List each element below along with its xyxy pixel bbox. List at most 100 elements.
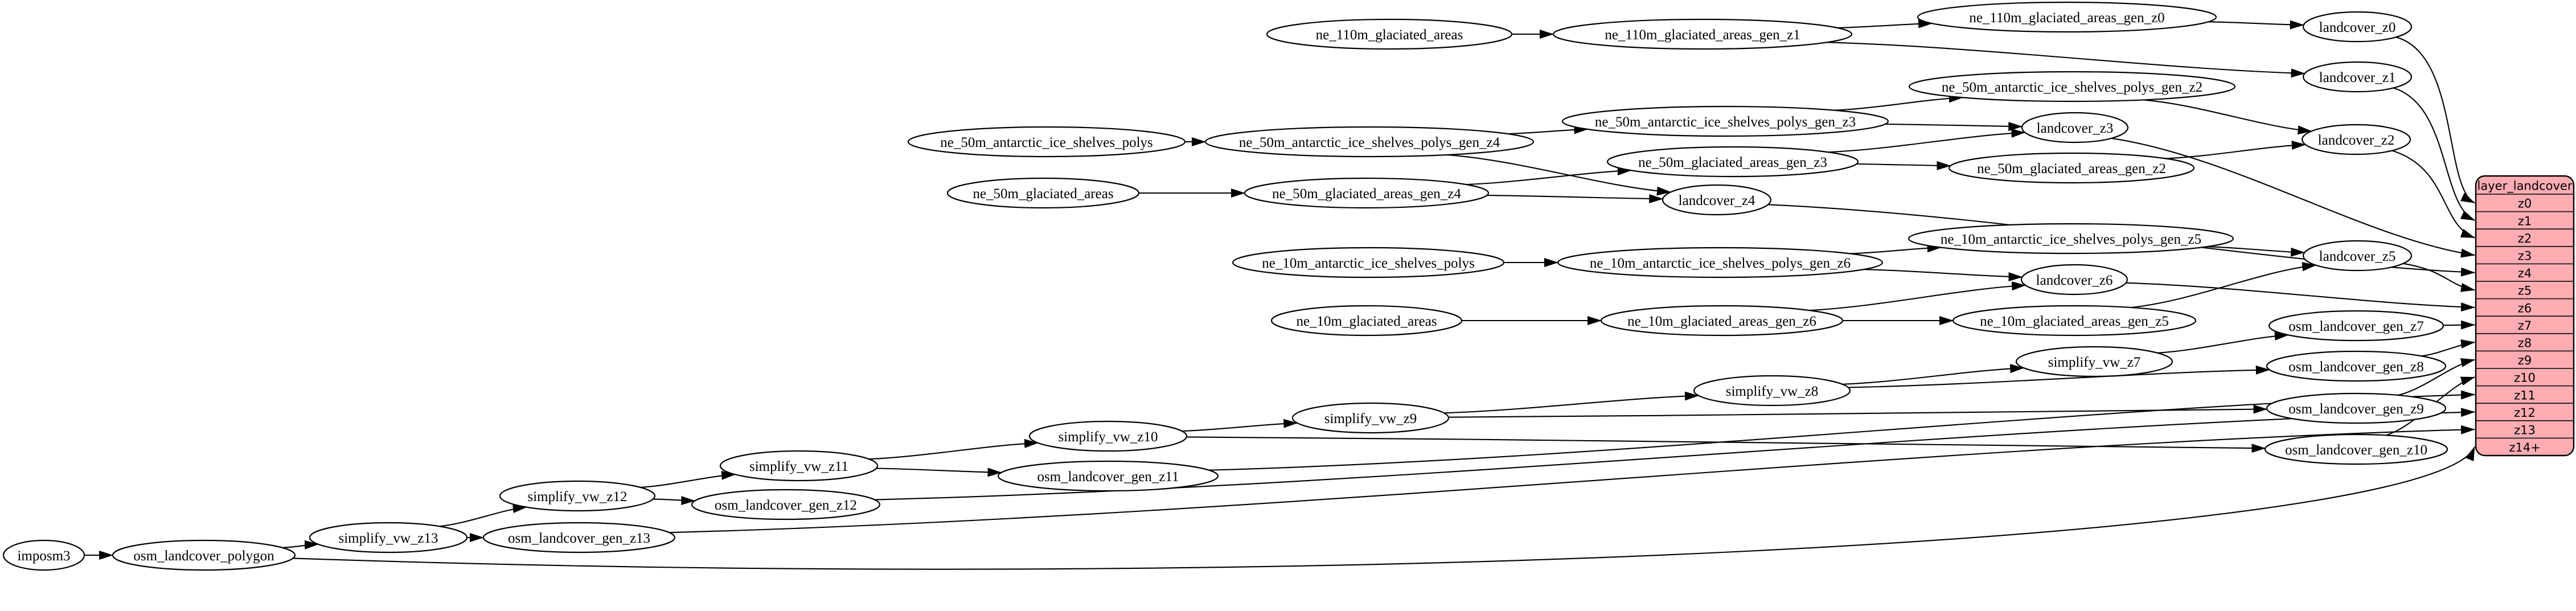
node-ne_110m_glaciated_areas_gen_z1: ne_110m_glaciated_areas_gen_z1 <box>1552 18 1853 50</box>
edge-ne_50m_antarctic_ice_shelves_polys_gen_z4-to-landcover_z4 <box>1447 154 1671 196</box>
edge-simplify_vw_z8-to-osm_landcover_gen_z8 <box>1848 365 2270 388</box>
node-label-ne_10m_antarctic_ice_shelves_polys_gen_z5: ne_10m_antarctic_ice_shelves_polys_gen_z… <box>1941 232 2201 247</box>
edge-osm_landcover_gen_z8-to-layer_landcover:z8 <box>2421 339 2475 357</box>
edge-ne_50m_antarctic_ice_shelves_polys_gen_z4-to-ne_50m_antarctic_ice_shelves_polys_gen_z3 <box>1507 125 1589 135</box>
node-ellipse-ne_10m_antarctic_ice_shelves_polys_gen_z6 <box>1557 247 1884 278</box>
node-imposm3: imposm3 <box>2 539 85 571</box>
node-ne_50m_antarctic_ice_shelves_polys_gen_z2: ne_50m_antarctic_ice_shelves_polys_gen_z… <box>1908 71 2236 102</box>
node-ellipse-ne_50m_glaciated_areas_gen_z3 <box>1606 146 1859 178</box>
node-ellipse-osm_landcover_gen_z13 <box>482 522 676 553</box>
node-ne_10m_glaciated_areas_gen_z6: ne_10m_glaciated_areas_gen_z6 <box>1600 305 1844 337</box>
node-osm_landcover_gen_z11: osm_landcover_gen_z11 <box>997 460 1219 492</box>
edge-landcover_z0-to-layer_landcover:z0 <box>2395 36 2475 204</box>
node-ellipse-ne_10m_antarctic_ice_shelves_polys_gen_z5 <box>1908 223 2234 255</box>
node-label-simplify_vw_z12: simplify_vw_z12 <box>528 489 627 505</box>
node-ne_10m_glaciated_areas_gen_z5: ne_10m_glaciated_areas_gen_z5 <box>1952 305 2197 337</box>
node-ne_50m_antarctic_ice_shelves_polys_gen_z4: ne_50m_antarctic_ice_shelves_polys_gen_z… <box>1204 126 1535 158</box>
node-label-landcover_z6: landcover_z6 <box>2036 273 2113 288</box>
node-ellipse-simplify_vw_z12 <box>499 480 656 512</box>
table-row-label-z0: z0 <box>2518 197 2532 211</box>
node-simplify_vw_z7: simplify_vw_z7 <box>2015 346 2173 378</box>
edge-ne_10m_glaciated_areas_gen_z5-to-landcover_z5 <box>2131 262 2317 309</box>
edge-ne_10m_glaciated_areas_gen_z6-to-landcover_z6 <box>1809 281 2027 311</box>
node-ellipse-simplify_vw_z7 <box>2015 346 2173 378</box>
node-label-ne_110m_glaciated_areas: ne_110m_glaciated_areas <box>1316 27 1463 43</box>
node-ellipse-simplify_vw_z13 <box>309 522 468 553</box>
node-ellipse-ne_10m_glaciated_areas <box>1270 305 1463 337</box>
node-landcover_z2: landcover_z2 <box>2301 124 2411 155</box>
edge-osm_landcover_gen_z13-to-layer_landcover:z13 <box>668 425 2475 534</box>
node-ellipse-landcover_z1 <box>2302 61 2413 93</box>
node-ellipse-landcover_z0 <box>2302 11 2413 43</box>
node-label-ne_110m_glaciated_areas_gen_z1: ne_110m_glaciated_areas_gen_z1 <box>1605 27 1800 43</box>
node-simplify_vw_z12: simplify_vw_z12 <box>499 480 656 512</box>
edge-simplify_vw_z12-to-osm_landcover_gen_z12 <box>653 495 696 505</box>
node-ne_10m_antarctic_ice_shelves_polys: ne_10m_antarctic_ice_shelves_polys <box>1232 247 1505 278</box>
node-ne_50m_glaciated_areas: ne_50m_glaciated_areas <box>946 177 1140 209</box>
table-row-label-z10: z10 <box>2514 371 2536 385</box>
node-landcover_z0: landcover_z0 <box>2302 11 2413 43</box>
edge-simplify_vw_z10-to-osm_landcover_gen_z10 <box>1186 436 2266 453</box>
edge-ne_110m_glaciated_areas_gen_z0-to-landcover_z0 <box>2208 20 2304 30</box>
table-row-label-z2: z2 <box>2518 232 2532 245</box>
node-ellipse-ne_110m_glaciated_areas <box>1266 18 1513 50</box>
node-ne_10m_glaciated_areas: ne_10m_glaciated_areas <box>1270 305 1463 337</box>
node-landcover_z3: landcover_z3 <box>2021 112 2129 143</box>
node-ellipse-osm_landcover_gen_z8 <box>2266 350 2447 382</box>
node-ellipse-ne_50m_glaciated_areas_gen_z2 <box>1948 152 2195 184</box>
node-label-landcover_z3: landcover_z3 <box>2037 121 2114 136</box>
node-ne_50m_glaciated_areas_gen_z3: ne_50m_glaciated_areas_gen_z3 <box>1606 146 1859 178</box>
edge-ne_110m_glaciated_areas_gen_z1-to-ne_110m_glaciated_areas_gen_z0 <box>1837 19 1933 28</box>
node-ellipse-landcover_z5 <box>2302 240 2413 272</box>
table-header-label: layer_landcover <box>2477 179 2573 193</box>
node-label-simplify_vw_z9: simplify_vw_z9 <box>1324 411 1417 427</box>
edge-simplify_vw_z13-to-simplify_vw_z12 <box>439 504 527 527</box>
node-label-ne_50m_antarctic_ice_shelves_polys: ne_50m_antarctic_ice_shelves_polys <box>940 135 1153 150</box>
edge-ne_50m_glaciated_areas_gen_z3-to-ne_50m_glaciated_areas_gen_z2 <box>1856 161 1951 170</box>
table-row-label-z3: z3 <box>2518 249 2532 263</box>
node-osm_landcover_gen_z13: osm_landcover_gen_z13 <box>482 522 676 553</box>
node-label-ne_10m_glaciated_areas_gen_z5: ne_10m_glaciated_areas_gen_z5 <box>1980 314 2169 329</box>
node-label-landcover_z5: landcover_z5 <box>2319 249 2396 264</box>
node-osm_landcover_gen_z9: osm_landcover_gen_z9 <box>2266 392 2447 424</box>
edge-ne_50m_antarctic_ice_shelves_polys_gen_z3-to-landcover_z3 <box>1885 122 2023 132</box>
node-simplify_vw_z10: simplify_vw_z10 <box>1028 420 1188 452</box>
node-osm_landcover_gen_z10: osm_landcover_gen_z10 <box>2264 433 2448 465</box>
edges-layer <box>84 19 2475 570</box>
edge-ne_50m_antarctic_ice_shelves_polys_gen_z3-to-ne_50m_antarctic_ice_shelves_polys_gen_z2 <box>1835 93 1963 111</box>
table-layer_landcover: layer_landcoverz0z1z2z3z4z5z6z7z8z9z10z1… <box>2475 175 2575 457</box>
node-label-osm_landcover_gen_z8: osm_landcover_gen_z8 <box>2288 359 2423 375</box>
edge-simplify_vw_z11-to-simplify_vw_z10 <box>868 438 1039 460</box>
edge-simplify_vw_z12-to-simplify_vw_z11 <box>640 470 736 488</box>
node-ellipse-ne_50m_antarctic_ice_shelves_polys_gen_z2 <box>1908 71 2236 102</box>
edge-osm_landcover_polygon-to-layer_landcover:z14+ <box>293 446 2475 570</box>
node-label-osm_landcover_gen_z7: osm_landcover_gen_z7 <box>2288 319 2423 334</box>
node-simplify_vw_z9: simplify_vw_z9 <box>1291 402 1450 434</box>
node-ellipse-osm_landcover_gen_z7 <box>2268 310 2444 342</box>
node-ellipse-ne_50m_antarctic_ice_shelves_polys_gen_z4 <box>1204 126 1535 158</box>
table-row-label-z14+: z14+ <box>2509 441 2540 454</box>
node-osm_landcover_gen_z12: osm_landcover_gen_z12 <box>691 489 881 520</box>
table-row-label-z1: z1 <box>2518 214 2532 228</box>
node-label-ne_50m_antarctic_ice_shelves_polys_gen_z4: ne_50m_antarctic_ice_shelves_polys_gen_z… <box>1239 135 1500 150</box>
node-ellipse-simplify_vw_z8 <box>1693 375 1851 407</box>
node-label-ne_50m_glaciated_areas_gen_z3: ne_50m_glaciated_areas_gen_z3 <box>1638 155 1827 170</box>
node-simplify_vw_z11: simplify_vw_z11 <box>719 450 879 482</box>
node-ne_110m_glaciated_areas_gen_z0: ne_110m_glaciated_areas_gen_z0 <box>1917 1 2217 33</box>
table-row-label-z11: z11 <box>2514 388 2536 402</box>
edge-ne_10m_antarctic_ice_shelves_polys_gen_z6-to-landcover_z6 <box>1863 269 2023 282</box>
node-ellipse-simplify_vw_z10 <box>1028 420 1188 452</box>
node-label-landcover_z0: landcover_z0 <box>2319 20 2396 35</box>
node-osm_landcover_polygon: osm_landcover_polygon <box>112 539 296 571</box>
table-row-label-z5: z5 <box>2518 284 2532 298</box>
node-ellipse-osm_landcover_gen_z10 <box>2264 433 2448 465</box>
node-ellipse-landcover_z4 <box>1662 184 1772 216</box>
edge-simplify_vw_z8-to-simplify_vw_z7 <box>1842 364 2025 385</box>
node-label-ne_50m_antarctic_ice_shelves_polys_gen_z2: ne_50m_antarctic_ice_shelves_polys_gen_z… <box>1942 80 2202 95</box>
node-ellipse-ne_10m_glaciated_areas_gen_z6 <box>1600 305 1844 337</box>
node-simplify_vw_z8: simplify_vw_z8 <box>1693 375 1851 407</box>
node-label-landcover_z1: landcover_z1 <box>2319 70 2396 85</box>
node-ellipse-landcover_z2 <box>2301 124 2411 155</box>
